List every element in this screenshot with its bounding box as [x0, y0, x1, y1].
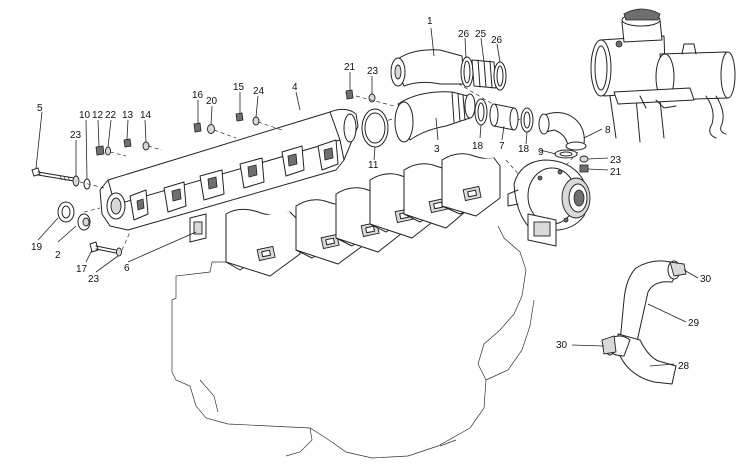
callout-28: 28	[678, 361, 690, 372]
bellows-25	[471, 59, 497, 89]
callout-6: 6	[124, 263, 130, 274]
manifold-gasket	[189, 213, 207, 243]
exhaust-bellows-3	[394, 91, 476, 143]
callout-29: 29	[688, 318, 700, 329]
air-filter-assembly	[590, 8, 736, 143]
exhaust-manifold	[99, 108, 359, 231]
ring-18-left	[474, 98, 488, 126]
callout-26-left: 26	[458, 29, 470, 40]
callout-23-top: 23	[367, 66, 379, 77]
callout-16: 16	[192, 90, 204, 101]
callout-26-right: 26	[491, 35, 503, 46]
callout-22: 22	[105, 110, 117, 121]
callout-8: 8	[605, 125, 611, 136]
elbow-8	[538, 112, 587, 151]
ring-26-right	[493, 61, 507, 91]
gasket-9	[554, 149, 578, 159]
callout-13: 13	[122, 110, 134, 121]
ring-18-right	[520, 107, 534, 133]
leader-lines	[35, 27, 699, 367]
cylinder-head-6	[441, 153, 501, 217]
callout-1: 1	[427, 16, 433, 27]
callout-15: 15	[233, 82, 245, 93]
turbocharger	[507, 159, 591, 247]
callout-7: 7	[499, 141, 505, 152]
callout-11: 11	[368, 160, 379, 171]
washer-23-left	[72, 175, 80, 187]
engine-block-outline	[171, 225, 535, 459]
clamp-11	[361, 108, 389, 148]
bolt-15-24	[235, 112, 260, 126]
callout-23-lower: 23	[88, 274, 100, 285]
callout-4: 4	[292, 82, 298, 93]
pipe-29	[619, 260, 681, 347]
callout-12: 12	[92, 110, 104, 121]
callout-30-upper: 30	[700, 274, 712, 285]
washer-23-right	[579, 155, 589, 163]
callout-5: 5	[37, 103, 43, 114]
callout-20: 20	[206, 96, 218, 107]
clamp-30-lower	[601, 335, 617, 355]
exhaust-pipe-1	[390, 49, 465, 87]
bolt-5	[31, 167, 75, 182]
plug-2	[77, 213, 91, 231]
bolt-13-14	[123, 138, 150, 151]
callout-30-lower: 30	[556, 340, 568, 351]
callout-23-right: 23	[610, 155, 622, 166]
manifold-flanges	[129, 139, 339, 221]
ring-19	[57, 201, 75, 223]
callout-17: 17	[76, 264, 88, 275]
callout-18-right: 18	[518, 144, 530, 155]
ring-26-left	[460, 56, 474, 88]
callout-10: 10	[79, 110, 91, 121]
callout-19: 19	[31, 242, 43, 253]
bolt-16-20	[193, 122, 215, 134]
callout-3: 3	[434, 144, 440, 155]
bolt-21-right	[579, 164, 589, 173]
clamp-30-upper	[669, 261, 687, 277]
callout-21-top: 21	[344, 62, 356, 73]
cylinder-head-1	[225, 208, 301, 277]
callout-14: 14	[140, 110, 152, 121]
callout-24: 24	[253, 86, 265, 97]
bolt-17	[89, 241, 117, 254]
callout-25: 25	[475, 29, 487, 40]
cylinder-head-row	[225, 153, 501, 277]
bolt-12-22	[95, 145, 111, 156]
callout-labels: 1 2 3 4 5 6 7 8 9 10 11 12 13 14 15 16 1…	[31, 16, 712, 372]
callout-21-right: 21	[610, 167, 622, 178]
callout-18-left: 18	[472, 141, 484, 152]
callout-2: 2	[55, 250, 61, 261]
washer-23-lower	[116, 247, 122, 257]
callout-9: 9	[538, 147, 544, 158]
sleeve-7	[489, 103, 519, 131]
pipe-28	[605, 333, 677, 385]
callout-23-left: 23	[70, 130, 82, 141]
